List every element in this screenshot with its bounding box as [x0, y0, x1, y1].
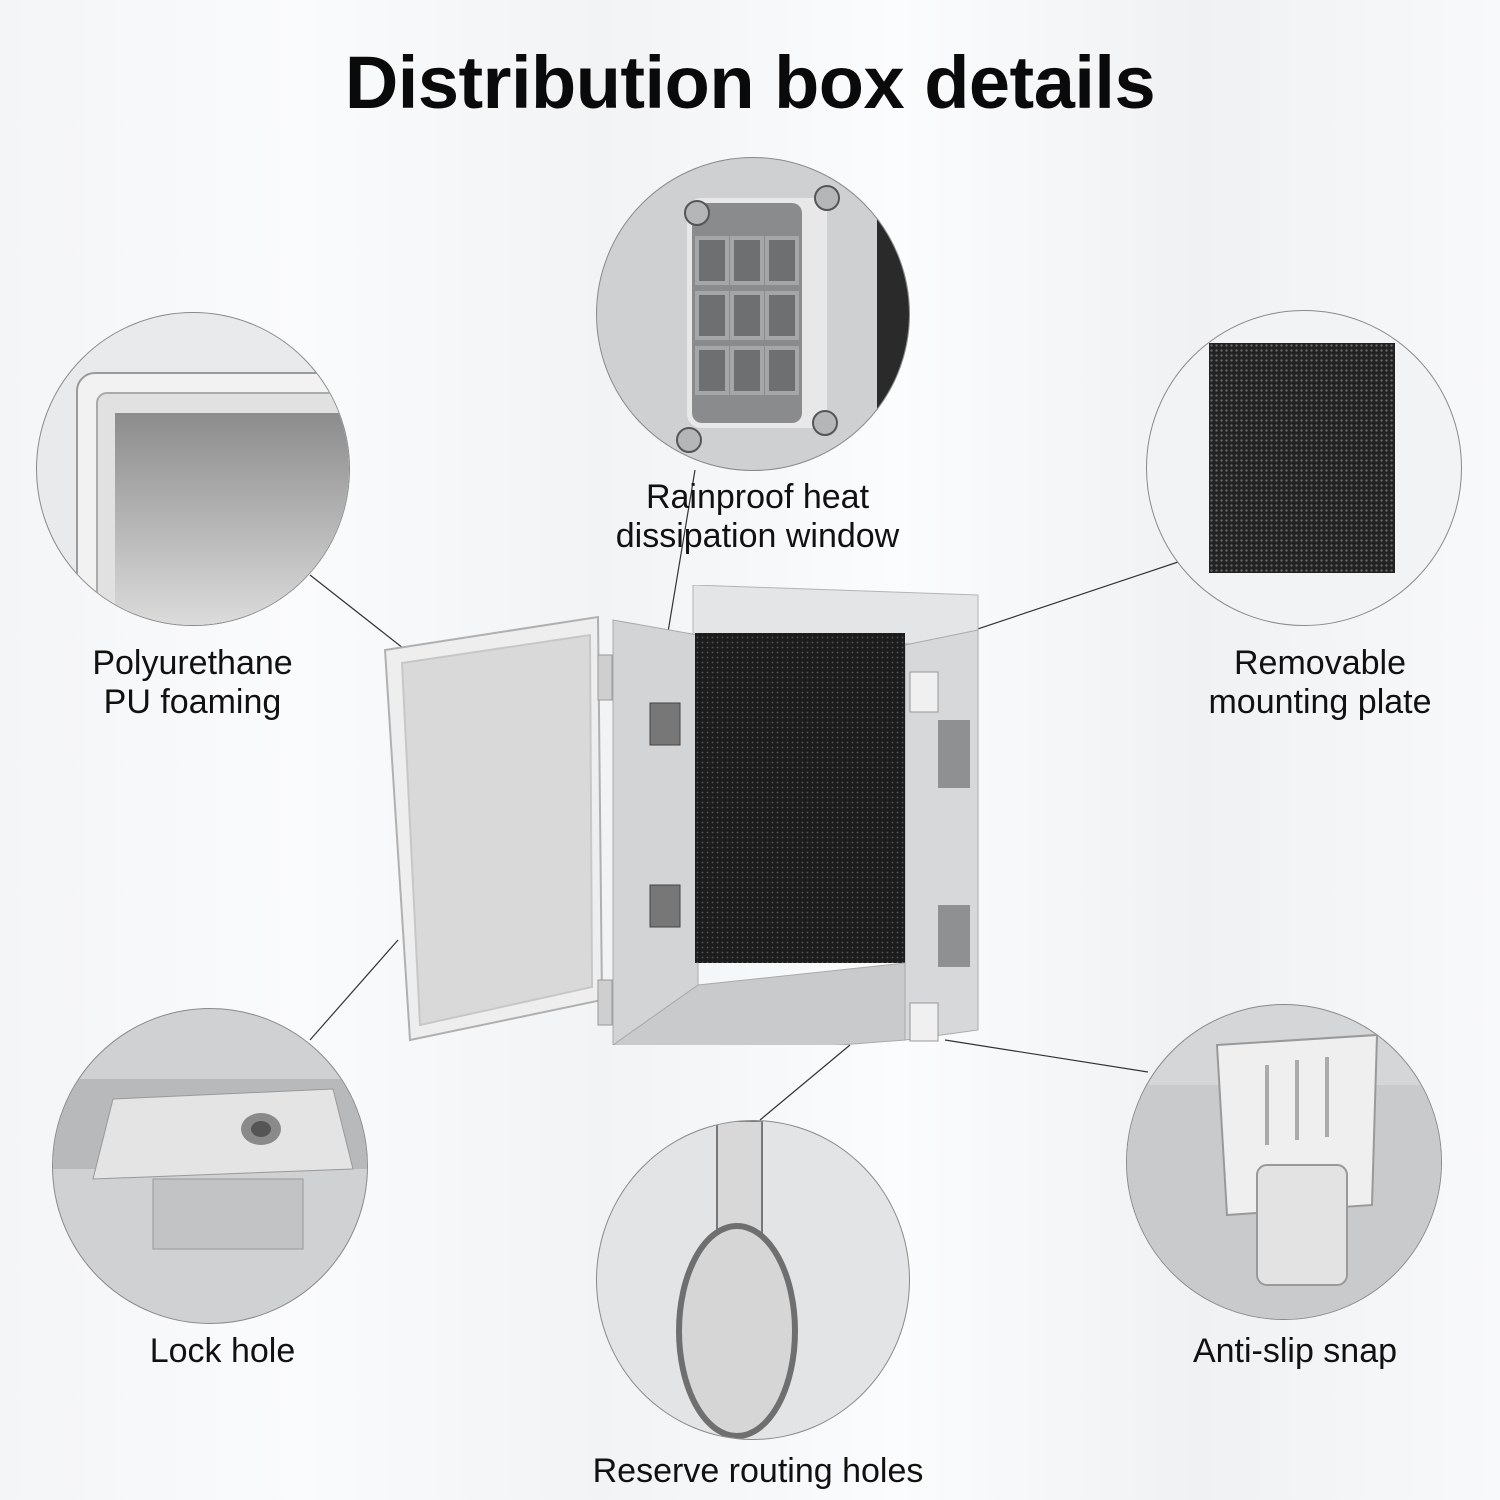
knockout-hole-icon — [676, 1121, 798, 1439]
heat-window-label: Rainproof heat dissipation window — [615, 478, 900, 555]
anti-slip-snap-detail-circle — [1126, 1004, 1442, 1320]
distribution-box-illustration — [383, 584, 979, 1056]
lock-hole-label: Lock hole — [149, 1332, 296, 1370]
mounting-plate-label: Removable mounting plate — [1208, 644, 1432, 721]
snap-latch-icon — [1127, 1033, 1441, 1319]
mounting-plate-image — [1209, 343, 1395, 573]
lock-hole-tab-icon — [53, 1079, 367, 1250]
gasket-edge-icon — [76, 372, 349, 625]
pu-foaming-detail-circle — [36, 312, 350, 626]
lock-hole-detail-circle — [52, 1008, 368, 1324]
heat-window-detail-circle — [596, 157, 910, 471]
page-title: Distribution box details — [344, 41, 1156, 124]
anti-slip-snap-label: Anti-slip snap — [1192, 1332, 1398, 1370]
routing-holes-detail-circle — [596, 1120, 910, 1440]
distribution-box-image — [380, 584, 990, 1056]
routing-holes-label: Reserve routing holes — [592, 1452, 924, 1490]
pu-foaming-label: Polyurethane PU foaming — [92, 644, 293, 721]
mounting-plate-detail-circle — [1146, 310, 1462, 626]
vent-grille-icon — [676, 158, 909, 470]
